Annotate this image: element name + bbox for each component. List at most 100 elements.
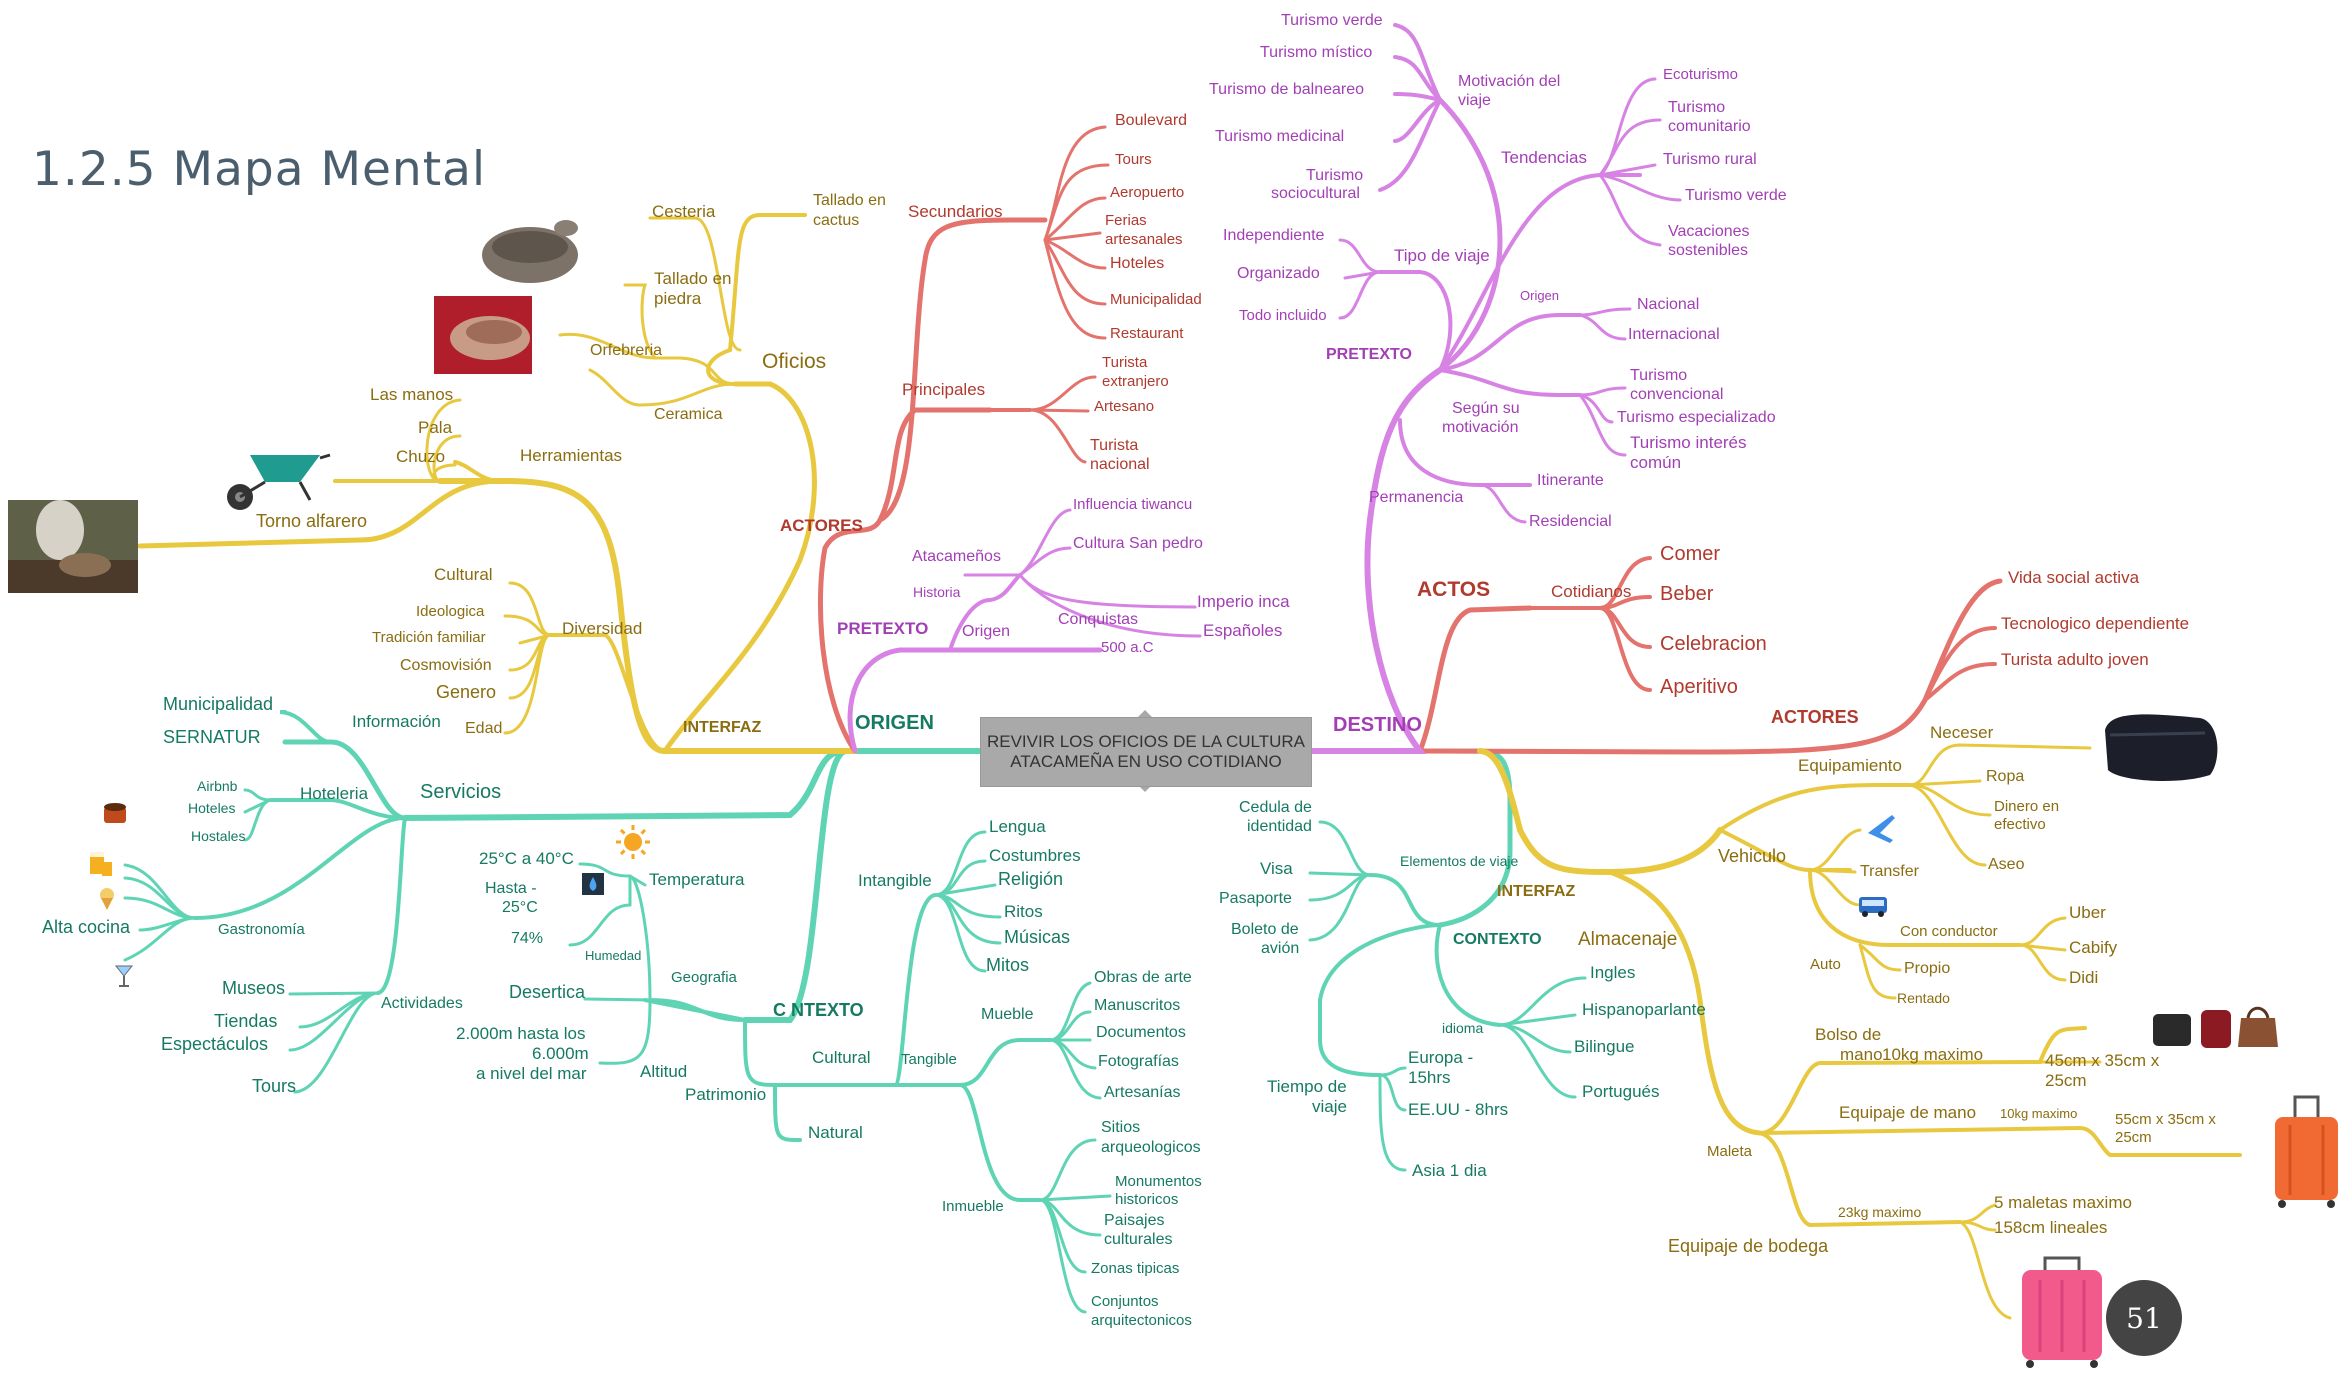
node-label-obras: Obras de arte: [1094, 969, 1192, 986]
pink-suitcase-photo: [2022, 1256, 2102, 1368]
connector-line: [1958, 1203, 1997, 1224]
node-label-equipaje-mano: Equipaje de mano: [1839, 1103, 1976, 1122]
node-label-orfebreria: Orfebreria: [590, 342, 662, 359]
node-label-portugues: Portugués: [1582, 1082, 1660, 1101]
node-label-diversidad: Diversidad: [562, 619, 642, 638]
node-label-ceramica: Ceramica: [654, 406, 723, 423]
connector-line: [123, 916, 197, 962]
connector-line: [1338, 238, 1382, 274]
node-label-turismo-int-1: Turismo interés: [1630, 433, 1747, 452]
connector-line: [1958, 1220, 1997, 1232]
node-label-principales: Principales: [902, 380, 985, 399]
node-label-ferias-1: Ferias: [1105, 212, 1147, 229]
node-label-turista-nac-1: Turista: [1090, 437, 1138, 454]
node-label-airbnb: Airbnb: [197, 778, 238, 794]
connector-line: [1578, 313, 1627, 341]
node-label-alt-1: 2.000m hasta los: [456, 1024, 585, 1043]
node-label-tiempo-1: Tiempo de: [1267, 1077, 1347, 1096]
node-label-adulto-joven: Turista adulto joven: [2001, 650, 2149, 669]
node-label-boulevard: Boulevard: [1115, 112, 1187, 129]
connector-line: [437, 477, 858, 754]
connector-line: [933, 893, 987, 973]
node-label-didi: Didi: [2069, 968, 2098, 987]
connector-line: [1417, 605, 1533, 754]
connector-line: [243, 788, 272, 802]
connector-line: [1043, 231, 1102, 242]
node-label-desertica: Desertica: [509, 982, 586, 1002]
connector-line: [1434, 923, 1502, 1027]
node-label-bodega: Equipaje de bodega: [1668, 1236, 1829, 1256]
connector-line: [578, 862, 632, 878]
node-label-tendencias: Tendencias: [1501, 148, 1587, 167]
connector-line: [2018, 943, 2067, 982]
connector-line: [1758, 1125, 2242, 1157]
node-label-celebracion: Celebracion: [1660, 633, 1767, 655]
connector-line: [1598, 118, 1662, 177]
connector-line: [933, 830, 987, 897]
connector-line: [588, 368, 737, 407]
node-label-dim45-2: 25cm: [2045, 1071, 2087, 1090]
connector-line: [1578, 386, 1627, 397]
connector-line: [1908, 783, 1987, 867]
connector-line: [1307, 367, 1443, 754]
connector-line: [1043, 238, 1107, 270]
connector-line: [1478, 483, 1527, 524]
node-label-dim55-1: 55cm x 35cm x: [2115, 1111, 2216, 1128]
node-label-edad: Edad: [465, 720, 502, 737]
node-label-interfaz-r: INTERFAZ: [1497, 883, 1575, 900]
node-label-hispano: Hispanoparlante: [1582, 1000, 1706, 1019]
node-label-kg10b: 10kg maximo: [2000, 1106, 2077, 1121]
node-label-turista-ext-2: extranjero: [1102, 373, 1169, 390]
connector-line: [508, 581, 552, 637]
airplane-icon: [1868, 815, 1895, 843]
connector-line: [1958, 1220, 2012, 1320]
node-label-itinerante: Itinerante: [1537, 472, 1604, 489]
node-label-uber: Uber: [2069, 903, 2106, 922]
node-label-turismo-esp: Turismo especializado: [1617, 409, 1776, 426]
node-label-conjuntos-1: Conjuntos: [1091, 1293, 1159, 1310]
node-label-lineales: 158cm lineales: [1994, 1218, 2107, 1237]
connector-line: [1498, 1013, 1577, 1027]
node-label-ritos: Ritos: [1004, 902, 1043, 921]
node-label-ferias-2: artesanales: [1105, 231, 1183, 248]
connector-line: [1578, 393, 1614, 424]
node-label-tradicion: Tradición familiar: [372, 629, 486, 646]
node-label-genero: Genero: [436, 682, 496, 702]
node-label-tours-t: Tours: [252, 1076, 296, 1096]
connector-line: [1858, 943, 1897, 1000]
connector-line: [1378, 1066, 1407, 1077]
node-label-visa: Visa: [1260, 859, 1293, 878]
connector-line: [1808, 868, 1862, 907]
node-label-dinero-1: Dinero en: [1994, 798, 2059, 815]
node-label-historia: Historia: [913, 584, 961, 600]
connector-line: [1318, 923, 1442, 1077]
node-label-atacamenos: Atacameños: [912, 548, 1001, 565]
connector-line: [123, 863, 197, 920]
connector-line: [958, 1083, 1042, 1202]
connector-line: [1578, 393, 1627, 457]
node-label-origen-small: Origen: [1520, 288, 1559, 303]
node-label-turismo-conv-2: convencional: [1630, 386, 1723, 403]
connector-line: [1393, 23, 1442, 102]
connector-line: [1368, 873, 1442, 927]
node-label-vida-social: Vida social activa: [2008, 568, 2140, 587]
connector-line: [623, 283, 657, 360]
connector-line: [1437, 97, 1503, 373]
node-label-cosmovision: Cosmovisión: [400, 657, 492, 674]
node-label-conquistas: Conquistas: [1058, 611, 1138, 628]
connector-line: [288, 991, 380, 996]
connector-line: [432, 463, 457, 483]
connector-line: [1477, 748, 1723, 876]
node-label-tallado-piedra-1: Tallado en: [654, 269, 732, 288]
node-label-geografia: Geografia: [671, 969, 738, 986]
node-label-boleto-2: avión: [1261, 940, 1299, 957]
node-label-hasta-1: Hasta -: [485, 880, 537, 897]
connector-line: [243, 798, 272, 842]
node-label-turista-nac-2: nacional: [1090, 456, 1150, 473]
connector-line: [648, 998, 747, 1022]
connector-line: [1578, 307, 1632, 317]
node-label-transfer: Transfer: [1860, 863, 1920, 880]
node-label-sitios-2: arqueologicos: [1101, 1139, 1201, 1156]
orange-suitcase-photo: [2275, 1095, 2338, 1208]
node-label-turista-ext-1: Turista: [1102, 354, 1148, 371]
